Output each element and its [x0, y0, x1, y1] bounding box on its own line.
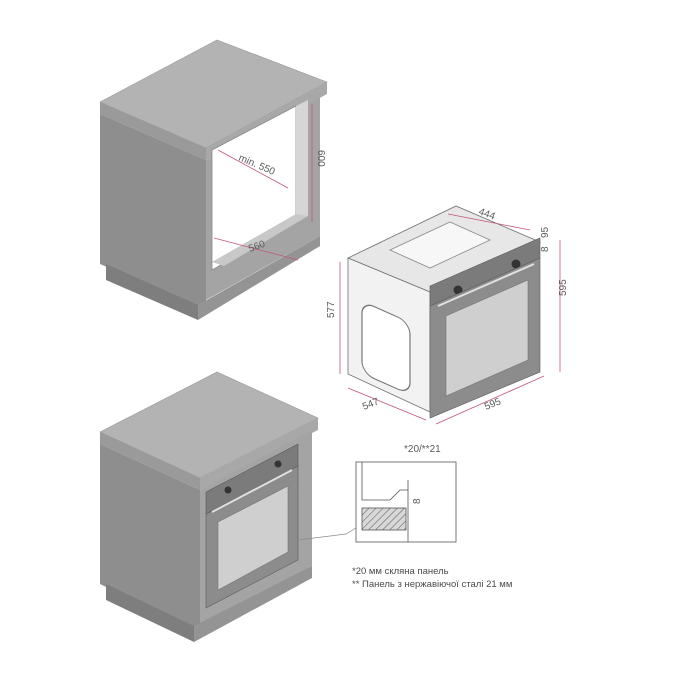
- oven-dimension-view: 444 8 95 595 577 547 595 *20/**21: [326, 205, 569, 455]
- oven-side-vent: [361, 304, 411, 391]
- panel-gap-2-label: 95: [540, 226, 551, 238]
- oven-knob-left-icon: [453, 285, 463, 295]
- oven-body-depth-line: [347, 387, 427, 421]
- detail-leader-line: [297, 527, 357, 541]
- panel-gap-1-label: 8: [540, 246, 551, 252]
- oven-body-height-label: 577: [326, 301, 337, 318]
- niche-height-label: 600: [315, 150, 326, 167]
- detail-gap-label: 8: [412, 498, 423, 504]
- installed-knob-left-icon: [224, 486, 232, 494]
- niche-plinth-side: [198, 236, 320, 320]
- niche-cabinet-front: [100, 114, 206, 310]
- oven-width-label: 595: [483, 396, 503, 413]
- detail-section: 8: [355, 461, 457, 543]
- oven-knob-right-icon: [511, 259, 521, 269]
- niche-depth-line: [217, 149, 289, 189]
- oven-body-depth-label: 547: [361, 396, 381, 413]
- cabinet-installed: [99, 371, 357, 642]
- notes: *20 мм скляна панель ** Панель з нержаві…: [352, 566, 512, 590]
- installed-oven-handle: [211, 469, 293, 513]
- note-steel-panel: ** Панель з нержавіючої сталі 21 мм: [352, 579, 512, 590]
- oven-width-line: [435, 375, 545, 425]
- niche-plinth-front: [106, 264, 198, 320]
- installed-plinth-side: [194, 566, 312, 642]
- note-glass-panel: *20 мм скляна панель: [352, 566, 449, 577]
- installed-top-side-edge: [200, 418, 318, 490]
- installed-plinth-front: [106, 584, 194, 642]
- detail-countertop-section: [361, 507, 407, 531]
- installed-top-front-edge: [100, 432, 200, 490]
- detail-cabinet-profile: [361, 462, 408, 501]
- installed-knob-right-icon: [274, 460, 282, 468]
- oven-top-recess: [389, 221, 491, 269]
- oven-height-label: 595: [558, 279, 569, 296]
- installed-cabinet-front: [100, 444, 200, 632]
- front-thickness-label: *20/**21: [404, 444, 441, 455]
- niche-width-line: [213, 237, 299, 261]
- cabinet-niche: min. 550 560 600: [99, 39, 328, 320]
- niche-top-front-edge: [100, 102, 206, 160]
- installed-oven-glass: [217, 485, 289, 591]
- niche-inner-floor: [212, 214, 308, 266]
- niche-inner-back: [296, 100, 308, 222]
- oven-door-glass: [445, 279, 529, 397]
- oven-depth-top-line: [447, 213, 531, 231]
- oven-door-handle: [437, 263, 535, 307]
